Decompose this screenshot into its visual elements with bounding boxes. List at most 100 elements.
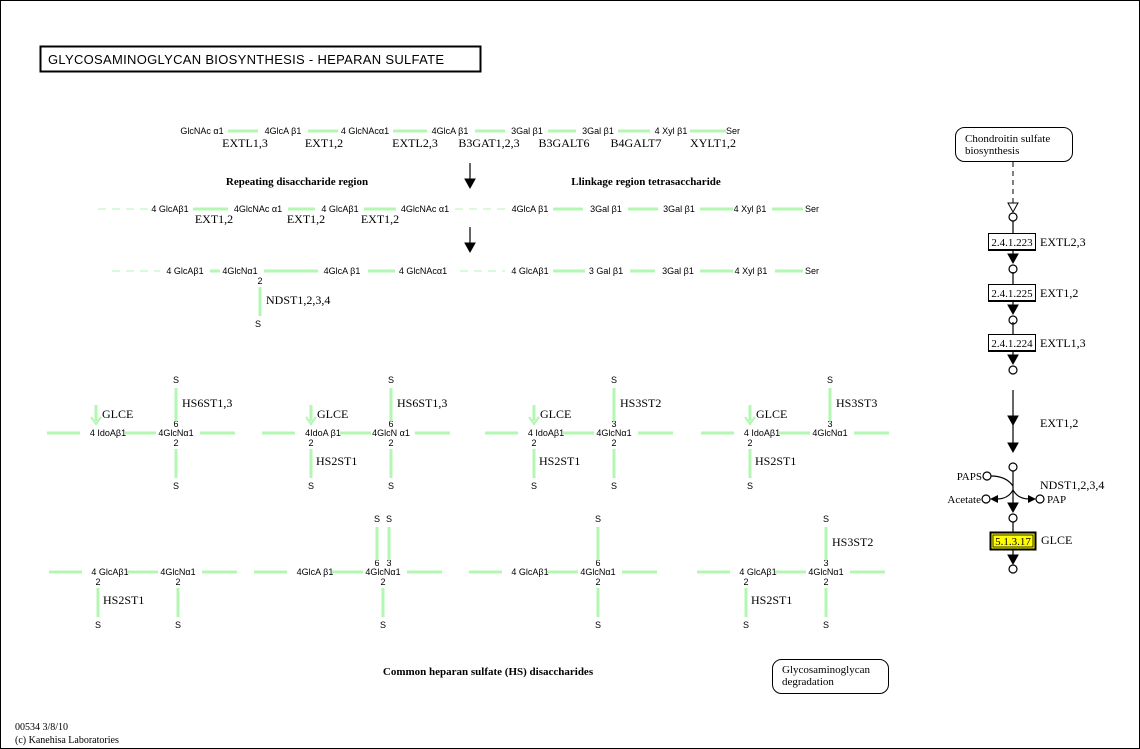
sulfate-label: S xyxy=(374,514,380,524)
map-link-label: degradation xyxy=(782,676,834,688)
sugar-residue: 4GlcA β1 xyxy=(324,266,361,276)
uronic-acid-residue: 4 GlcAβ1 xyxy=(739,567,776,577)
position-label: 2 xyxy=(595,577,600,587)
compound-pap[interactable] xyxy=(1035,494,1045,504)
enzyme-hs2st1[interactable]: HS2ST1 xyxy=(103,593,144,607)
position-label: 6 xyxy=(374,558,379,568)
compound-paps[interactable] xyxy=(982,471,992,481)
glucosamine-residue: 4GlcNα1 xyxy=(596,428,631,438)
enzyme-hs2st1[interactable]: HS2ST1 xyxy=(755,454,796,468)
gene-label[interactable]: EXTL1,3 xyxy=(1040,336,1086,350)
sugar-residue: 3Gal β1 xyxy=(590,204,622,214)
position-label: 2 xyxy=(611,438,616,448)
position-label: 2 xyxy=(308,438,313,448)
arrow-head-icon xyxy=(1007,415,1019,427)
enzyme-ext12[interactable]: EXT1,2 xyxy=(195,212,233,226)
enzyme-b3gat123[interactable]: B3GAT1,2,3 xyxy=(458,136,519,150)
map-link-chondroitin-sulfate[interactable] xyxy=(955,127,1073,162)
enzyme-hs3st2[interactable]: HS3ST2 xyxy=(832,535,873,549)
arrow-left-icon xyxy=(990,495,998,503)
box-inner-border xyxy=(992,534,1034,548)
gene-label-ext12[interactable]: EXT1,2 xyxy=(1040,416,1078,430)
sulfate-label: S xyxy=(173,481,179,491)
compound-label-pap: PAP xyxy=(1047,494,1066,506)
enzyme-ext12[interactable]: EXT1,2 xyxy=(305,136,343,150)
enzyme-hs3st2[interactable]: HS3ST2 xyxy=(620,396,661,410)
sugar-residue: Ser xyxy=(726,126,740,136)
sulfate-label: S xyxy=(747,481,753,491)
position-label: 2 xyxy=(531,438,536,448)
ec-number[interactable]: 2.4.1.225 xyxy=(991,288,1033,300)
enzyme-hs2st1[interactable]: HS2ST1 xyxy=(751,593,792,607)
map-id: 00534 3/8/10 xyxy=(15,722,68,733)
substrate-curve xyxy=(990,475,1014,487)
arrow-head-icon xyxy=(1007,354,1019,366)
enzyme-glce[interactable]: GLCE xyxy=(756,407,787,421)
gene-label-ndst[interactable]: NDST1,2,3,4 xyxy=(1040,478,1104,492)
enzyme-hs6st13[interactable]: HS6ST1,3 xyxy=(182,396,232,410)
uronic-acid-residue: 4GlcA β1 xyxy=(297,567,334,577)
sugar-residue: 4GlcNAc α1 xyxy=(234,204,282,214)
gene-label-glce[interactable]: GLCE xyxy=(1041,533,1072,547)
position-label: 6 xyxy=(173,419,178,429)
map-link-label: Chondroitin sulfate xyxy=(965,133,1050,145)
sulfate-label: S xyxy=(388,481,394,491)
enzyme-glce[interactable]: GLCE xyxy=(540,407,571,421)
compound-node[interactable] xyxy=(1008,564,1018,574)
ec-number[interactable]: 5.1.3.17 xyxy=(995,536,1031,548)
sulfate-label: S xyxy=(595,514,601,524)
sugar-residue: 4 Xyl β1 xyxy=(734,204,767,214)
sugar-residue: 4 GlcAβ1 xyxy=(166,266,203,276)
compound-label-paps: PAPS xyxy=(957,471,982,483)
compound-node[interactable] xyxy=(1008,264,1018,274)
sulfate-label: S xyxy=(611,481,617,491)
sulfate-label: S xyxy=(823,620,829,630)
arrow-head-icon xyxy=(1007,502,1019,514)
enzyme-hs2st1[interactable]: HS2ST1 xyxy=(539,454,580,468)
ec-number[interactable]: 2.4.1.224 xyxy=(991,338,1033,350)
map-link-glycosaminoglycan-degradation[interactable] xyxy=(772,659,889,694)
enzyme-ndst1234[interactable]: NDST1,2,3,4 xyxy=(266,293,330,307)
enzyme-b4galt7[interactable]: B4GALT7 xyxy=(611,136,662,150)
sulfate-label: S xyxy=(380,620,386,630)
enzyme-extl23[interactable]: EXTL2,3 xyxy=(392,136,438,150)
sugar-residue: 4 Xyl β1 xyxy=(735,266,768,276)
gene-label[interactable]: EXT1,2 xyxy=(1040,286,1078,300)
enzyme-extl13[interactable]: EXTL1,3 xyxy=(222,136,268,150)
enzyme-glce[interactable]: GLCE xyxy=(102,407,133,421)
arrow-head-icon xyxy=(1007,304,1019,316)
enzyme-glce[interactable]: GLCE xyxy=(317,407,348,421)
sugar-residue: 4GlcA β1 xyxy=(432,126,469,136)
position-label: 2 xyxy=(388,438,393,448)
sulfate-label: S xyxy=(255,319,261,329)
arrow-down-icon xyxy=(90,416,102,426)
section-linkage-label: Llinkage region tetrasaccharide xyxy=(571,176,721,188)
sulfate-label: S xyxy=(743,620,749,630)
compound-node[interactable] xyxy=(1008,462,1018,472)
position-label: 6 xyxy=(595,558,600,568)
uronic-acid-residue: 4 IdoAβ1 xyxy=(528,428,564,438)
sulfate-label: S xyxy=(823,514,829,524)
arrow-down-icon xyxy=(744,416,756,426)
position-label: 2 xyxy=(743,577,748,587)
enzyme-ext12[interactable]: EXT1,2 xyxy=(287,212,325,226)
enzyme-b3galt6[interactable]: B3GALT6 xyxy=(539,136,590,150)
gene-label[interactable]: EXTL2,3 xyxy=(1040,235,1086,249)
enzyme-hs2st1[interactable]: HS2ST1 xyxy=(316,454,357,468)
arrow-head-icon xyxy=(1007,554,1019,566)
position-label: 6 xyxy=(388,419,393,429)
sugar-residue: 4GlcA β1 xyxy=(512,204,549,214)
compound-node[interactable] xyxy=(1008,513,1018,523)
enzyme-ext12[interactable]: EXT1,2 xyxy=(361,212,399,226)
compound-node[interactable] xyxy=(1008,212,1018,222)
sulfate-label: S xyxy=(95,620,101,630)
compound-node[interactable] xyxy=(1008,365,1018,375)
compound-acetate[interactable] xyxy=(981,494,991,504)
enzyme-box-5-1-3-17[interactable] xyxy=(989,531,1037,551)
ec-number[interactable]: 2.4.1.223 xyxy=(991,237,1033,249)
enzyme-hs6st13[interactable]: HS6ST1,3 xyxy=(397,396,447,410)
enzyme-hs3st3[interactable]: HS3ST3 xyxy=(836,396,877,410)
sugar-residue: 3Gal β1 xyxy=(663,204,695,214)
enzyme-xylt12[interactable]: XYLT1,2 xyxy=(690,136,736,150)
